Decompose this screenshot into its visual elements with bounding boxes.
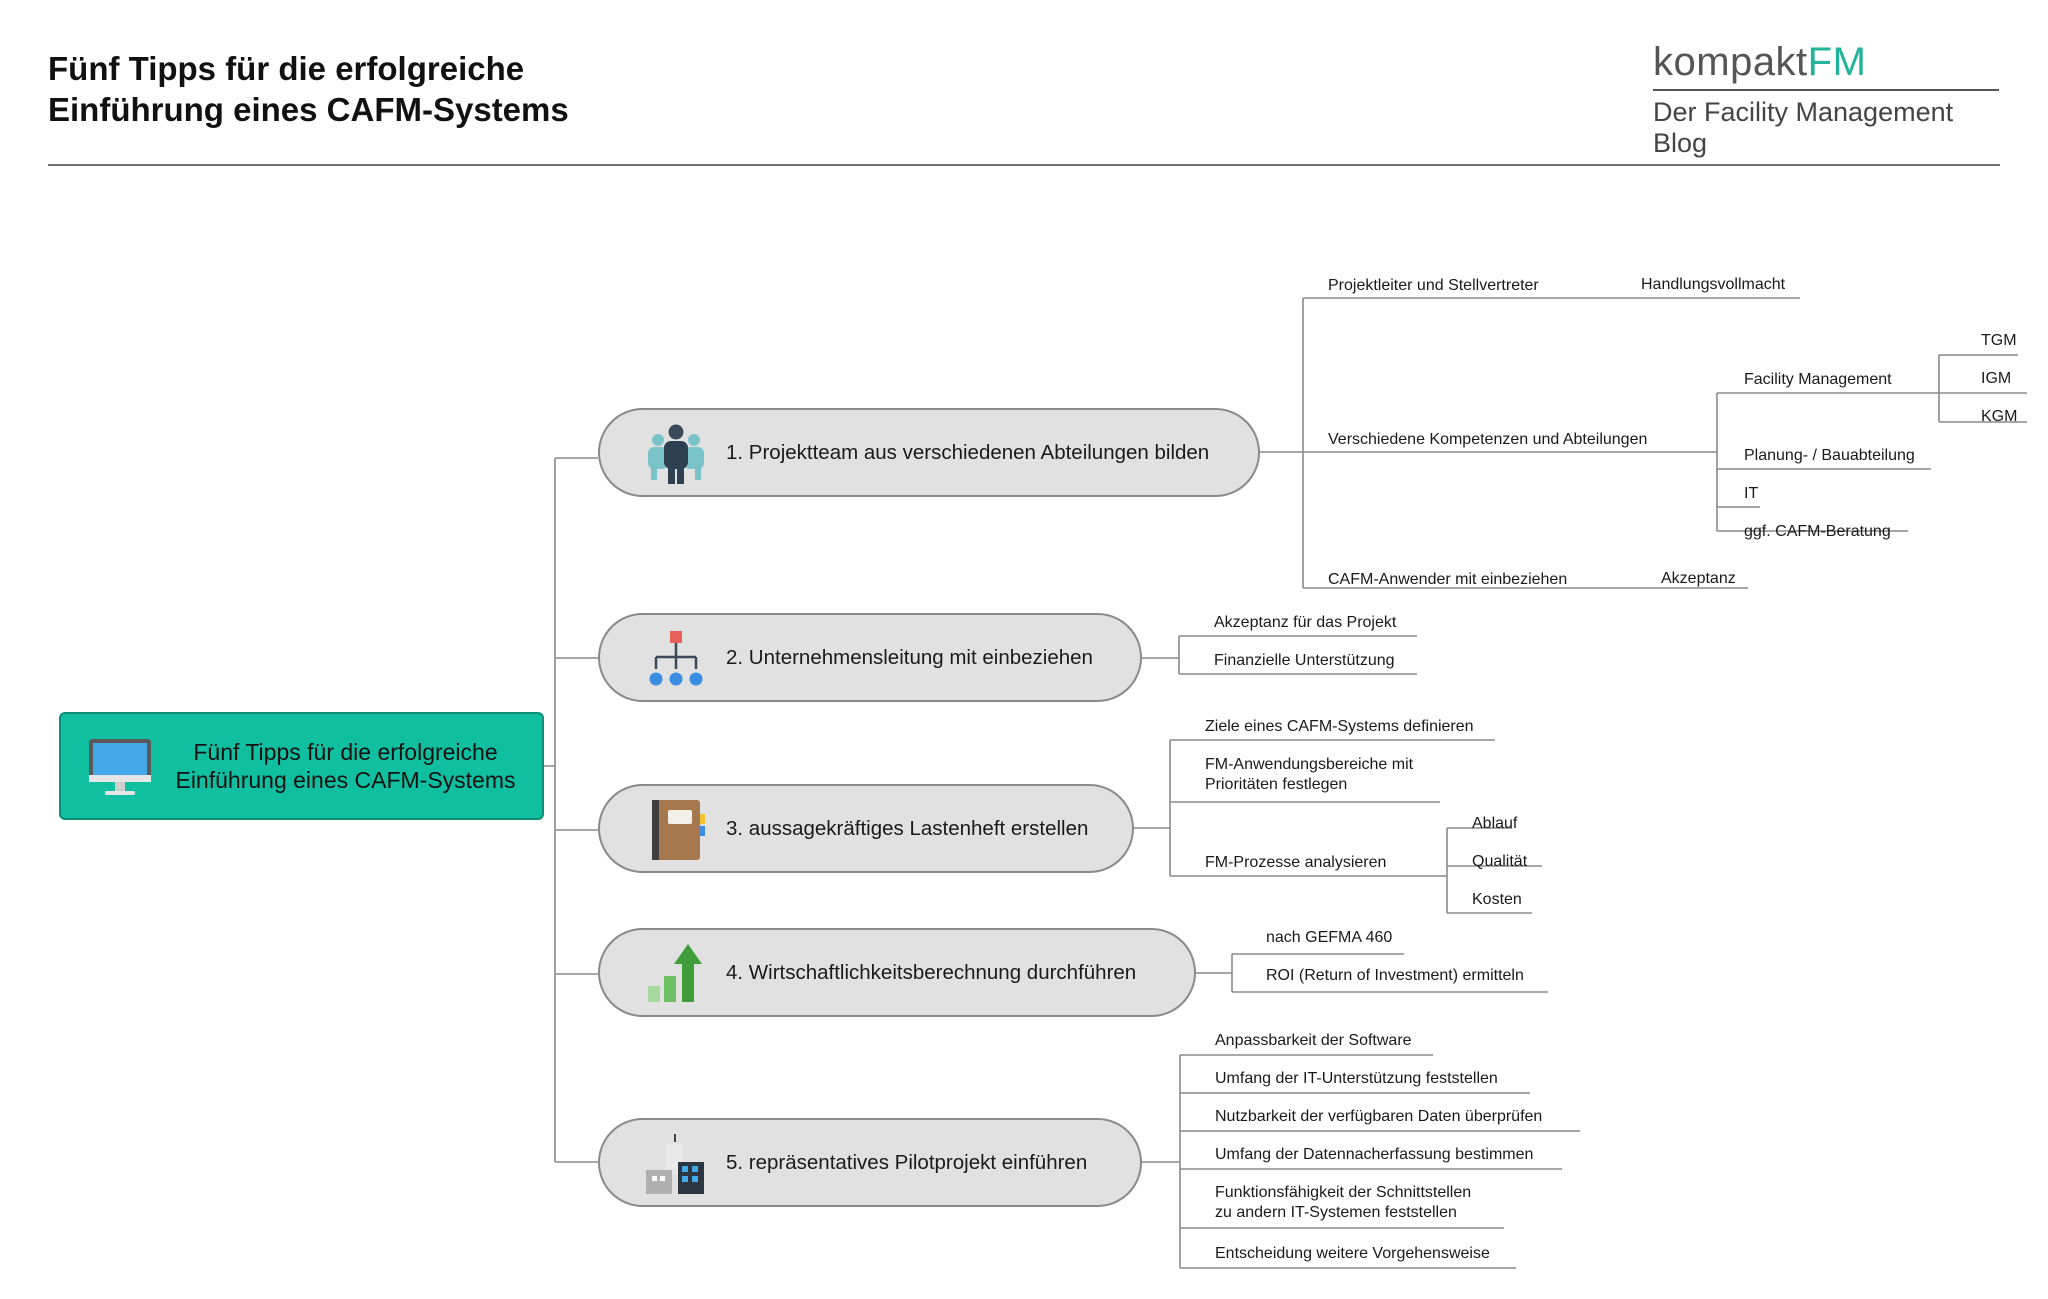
brand: kompaktFM Der Facility Management Blog [1653, 40, 1999, 159]
leaf-ziele-definieren[interactable]: Ziele eines CAFM-Systems definieren [1205, 718, 1474, 735]
leaf-kosten[interactable]: Kosten [1472, 891, 1522, 908]
leaf-facility-management[interactable]: Facility Management [1744, 371, 1892, 388]
brand-tagline: Der Facility Management Blog [1653, 97, 1954, 158]
topic-3-node[interactable]: 3. aussagekräftiges Lastenheft erstellen [598, 784, 1134, 873]
connector-topic4 [1196, 953, 1548, 993]
leaf-it-unterstuetzung[interactable]: Umfang der IT-Unterstützung feststellen [1215, 1070, 1498, 1087]
topic-2-label: 2. Unternehmensleitung mit einbeziehen [726, 646, 1093, 669]
leaf-ablauf[interactable]: Ablauf [1472, 815, 1518, 832]
leaf-finanzielle-unterstuetzung[interactable]: Finanzielle Unterstützung [1214, 652, 1395, 669]
leaf-anwendungsbereiche[interactable]: FM-Anwendungsbereiche mit Prioritäten fe… [1205, 755, 1413, 795]
leaf-gefma-460[interactable]: nach GEFMA 460 [1266, 929, 1393, 946]
page-title-line2: Einführung eines CAFM-Systems [48, 91, 569, 128]
team-icon [648, 424, 704, 484]
leaf-datennacherfassung[interactable]: Umfang der Datennacherfassung bestimmen [1215, 1146, 1534, 1163]
connector-competences [1706, 354, 2027, 532]
root-label-line1: Fünf Tipps für die erfolgreiche [193, 739, 498, 765]
leaf-schnittstellen-line2: zu andern IT-Systemen feststellen [1215, 1204, 1457, 1221]
buildings-icon [646, 1134, 704, 1194]
brand-logo-text: kompakt [1653, 40, 1808, 84]
leaf-daten-nutzbarkeit[interactable]: Nutzbarkeit der verfügbaren Daten überpr… [1215, 1108, 1543, 1125]
leaf-kompetenzen[interactable]: Verschiedene Kompetenzen und Abteilungen [1328, 431, 1648, 448]
leaf-schnittstellen[interactable]: Funktionsfähigkeit der Schnittstellen zu… [1215, 1183, 1471, 1223]
page-title-line1: Fünf Tipps für die erfolgreiche [48, 50, 525, 87]
header-divider [48, 164, 2000, 166]
leaf-tgm[interactable]: TGM [1981, 332, 2017, 349]
brand-logo: kompaktFM [1653, 40, 1999, 91]
leaf-anpassbarkeit[interactable]: Anpassbarkeit der Software [1215, 1032, 1412, 1049]
topic-5-label: 5. repräsentatives Pilotprojekt einführe… [726, 1151, 1088, 1174]
connector-root [544, 457, 598, 1163]
leaf-akzeptanz[interactable]: Akzeptanz [1661, 570, 1736, 587]
leaf-cafm-anwender[interactable]: CAFM-Anwender mit einbeziehen [1328, 571, 1568, 588]
connector-topic2 [1142, 635, 1417, 675]
root-label: Fünf Tipps für die erfolgreiche Einführu… [161, 738, 530, 794]
connector-topic1 [1260, 297, 1800, 589]
leaf-handlungsvollmacht[interactable]: Handlungsvollmacht [1641, 276, 1786, 293]
connector-topic5 [1142, 1054, 1580, 1269]
topic-1-label: 1. Projektteam aus verschiedenen Abteilu… [726, 441, 1210, 464]
leaf-projektleiter[interactable]: Projektleiter und Stellvertreter [1328, 277, 1539, 294]
org-chart-icon [649, 631, 703, 686]
leaf-anwendungsbereiche-line2: Prioritäten festlegen [1205, 776, 1348, 793]
leaf-roi[interactable]: ROI (Return of Investment) ermitteln [1266, 967, 1524, 984]
topic-3-label: 3. aussagekräftiges Lastenheft erstellen [726, 817, 1089, 840]
leaf-igm[interactable]: IGM [1981, 370, 2012, 387]
notebook-icon [652, 800, 705, 860]
leaf-schnittstellen-line1: Funktionsfähigkeit der Schnittstellen [1215, 1184, 1472, 1201]
leaf-planung-bauabteilung[interactable]: Planung- / Bauabteilung [1744, 447, 1915, 464]
leaf-qualitaet[interactable]: Qualität [1472, 853, 1528, 870]
leaf-anwendungsbereiche-line1: FM-Anwendungsbereiche mit [1205, 756, 1414, 773]
computer-monitor-icon [89, 739, 151, 795]
root-label-line2: Einführung eines CAFM-Systems [175, 767, 516, 793]
topic-5-node[interactable]: 5. repräsentatives Pilotprojekt einführe… [598, 1118, 1142, 1207]
leaf-kgm[interactable]: KGM [1981, 408, 2018, 425]
page-title: Fünf Tipps für die erfolgreiche Einführu… [48, 48, 569, 130]
topic-1-node[interactable]: 1. Projektteam aus verschiedenen Abteilu… [598, 408, 1260, 497]
connector-topic3 [1134, 739, 1542, 914]
topic-4-label: 4. Wirtschaftlichkeitsberechnung durchfü… [726, 961, 1137, 984]
leaf-it[interactable]: IT [1744, 485, 1759, 502]
leaf-vorgehensweise[interactable]: Entscheidung weitere Vorgehensweise [1215, 1245, 1490, 1262]
root-node[interactable]: Fünf Tipps für die erfolgreiche Einführu… [59, 712, 544, 820]
growth-chart-icon [648, 944, 702, 1002]
leaf-fm-prozesse[interactable]: FM-Prozesse analysieren [1205, 854, 1387, 871]
topic-4-node[interactable]: 4. Wirtschaftlichkeitsberechnung durchfü… [598, 928, 1196, 1017]
topic-2-node[interactable]: 2. Unternehmensleitung mit einbeziehen [598, 613, 1142, 702]
leaf-akzeptanz-projekt[interactable]: Akzeptanz für das Projekt [1214, 614, 1397, 631]
leaf-cafm-beratung[interactable]: ggf. CAFM-Beratung [1744, 523, 1891, 540]
brand-logo-accent: FM [1807, 40, 1867, 84]
